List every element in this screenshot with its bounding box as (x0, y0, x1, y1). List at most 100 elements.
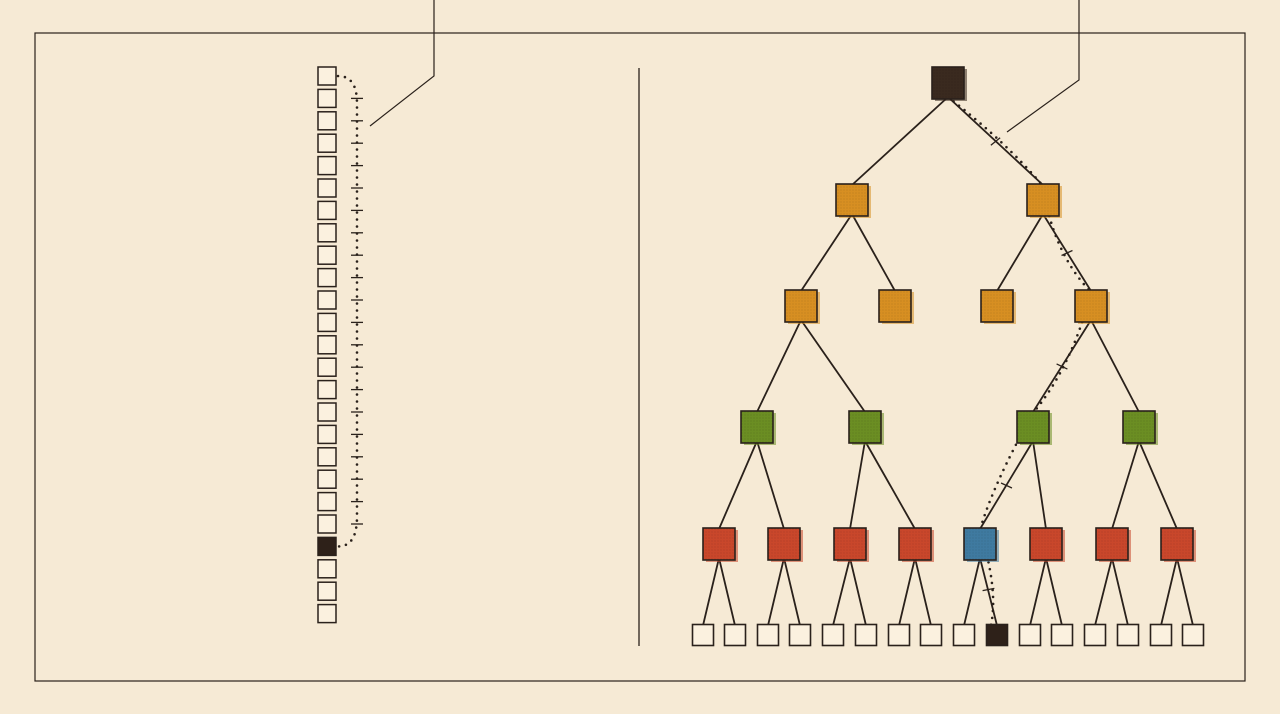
tree-node-texture (1161, 528, 1193, 560)
tree-edge (702, 557, 720, 627)
list-node (317, 223, 337, 243)
tree-node-texture (879, 290, 911, 322)
tree-edge (851, 96, 949, 186)
tree-edge (849, 440, 866, 530)
list-node (317, 491, 337, 512)
tree-path-group (946, 95, 1093, 627)
tree-path-tick (1056, 363, 1068, 370)
tree-node-texture (834, 528, 866, 560)
tree-edge (783, 557, 801, 627)
tree-node (1116, 623, 1140, 647)
tree-edge (864, 440, 916, 530)
list-target-node (317, 536, 337, 557)
tree-node (1050, 623, 1074, 647)
tree-edge (800, 213, 853, 292)
list-node (317, 133, 337, 153)
list-node (317, 245, 337, 265)
list-node (317, 200, 337, 221)
tree-edge (800, 319, 866, 413)
list-node (317, 178, 337, 198)
list-node (317, 290, 337, 310)
tree-node (952, 623, 976, 647)
tree-node (723, 623, 747, 647)
list-node (317, 111, 337, 131)
list-node-group (317, 66, 337, 624)
tree-node-texture (1027, 184, 1059, 216)
tree-edge (756, 319, 802, 413)
tree-edge (1176, 557, 1194, 627)
tree-node (1018, 623, 1042, 647)
left-callout-line (369, 0, 435, 127)
list-path-group (336, 74, 363, 548)
tree-node-texture (899, 528, 931, 560)
list-search-path (336, 74, 359, 548)
tree-node-texture (964, 528, 996, 560)
tree-edge (756, 440, 785, 530)
list-node (317, 402, 337, 422)
tree-node-texture (981, 290, 1013, 322)
tree-edge (963, 557, 981, 627)
tree-edge (767, 557, 785, 627)
tree-edge (849, 557, 867, 627)
tree-node-texture (932, 67, 964, 99)
tree-edge (1160, 557, 1178, 627)
tree-node-texture (785, 290, 817, 322)
list-node (317, 379, 337, 400)
list-node (317, 603, 337, 624)
list-node (317, 335, 337, 355)
tree-edge (1094, 557, 1113, 627)
tree-node (887, 623, 911, 647)
list-node (317, 155, 337, 176)
tree-node-texture (768, 528, 800, 560)
tree-edge (1029, 557, 1047, 627)
tree-node-texture (1123, 411, 1155, 443)
tree-search-path (946, 95, 1093, 627)
frame-border (34, 32, 1246, 682)
tree-edge (1045, 557, 1063, 627)
right-callout-line (1006, 0, 1080, 133)
tree-edge (996, 213, 1044, 292)
list-node (317, 66, 337, 86)
tree-edge (718, 557, 736, 627)
tree-edge (718, 440, 758, 530)
tree-node-texture (1017, 411, 1049, 443)
tree-edge (914, 557, 932, 627)
tree-path-tick (990, 137, 1001, 146)
tree-node-texture (1030, 528, 1062, 560)
tree-node-texture (1075, 290, 1107, 322)
tree-node (821, 623, 845, 647)
tree-node-texture (1096, 528, 1128, 560)
tree-edge (1111, 557, 1129, 627)
tree-edge (832, 557, 851, 627)
list-node (317, 447, 337, 467)
list-node (317, 88, 337, 109)
tree-node (919, 623, 943, 647)
tree-node (1181, 623, 1205, 647)
tree-edge (1138, 440, 1178, 530)
list-node (317, 312, 337, 333)
tree-path-tick (1061, 249, 1073, 257)
tree-edge (1032, 440, 1047, 530)
list-node (317, 559, 337, 579)
tree-node-group (691, 66, 1205, 647)
tree-node-texture (703, 528, 735, 560)
list-node (317, 514, 337, 534)
list-node (317, 581, 337, 601)
tree-node (756, 623, 780, 647)
list-node (317, 424, 337, 445)
tree-edge (1090, 319, 1140, 413)
tree-node-texture (741, 411, 773, 443)
tree-node-texture (836, 184, 868, 216)
tree-edge (851, 213, 896, 292)
tree-node-texture (849, 411, 881, 443)
tree-edge-group (702, 96, 1194, 627)
list-node (317, 357, 337, 377)
tree-path-tick (982, 587, 995, 592)
tree-edge (979, 557, 998, 627)
tree-node (1083, 623, 1107, 647)
tree-edge (1111, 440, 1140, 530)
tree-node (854, 623, 878, 647)
tree-node (691, 623, 715, 647)
